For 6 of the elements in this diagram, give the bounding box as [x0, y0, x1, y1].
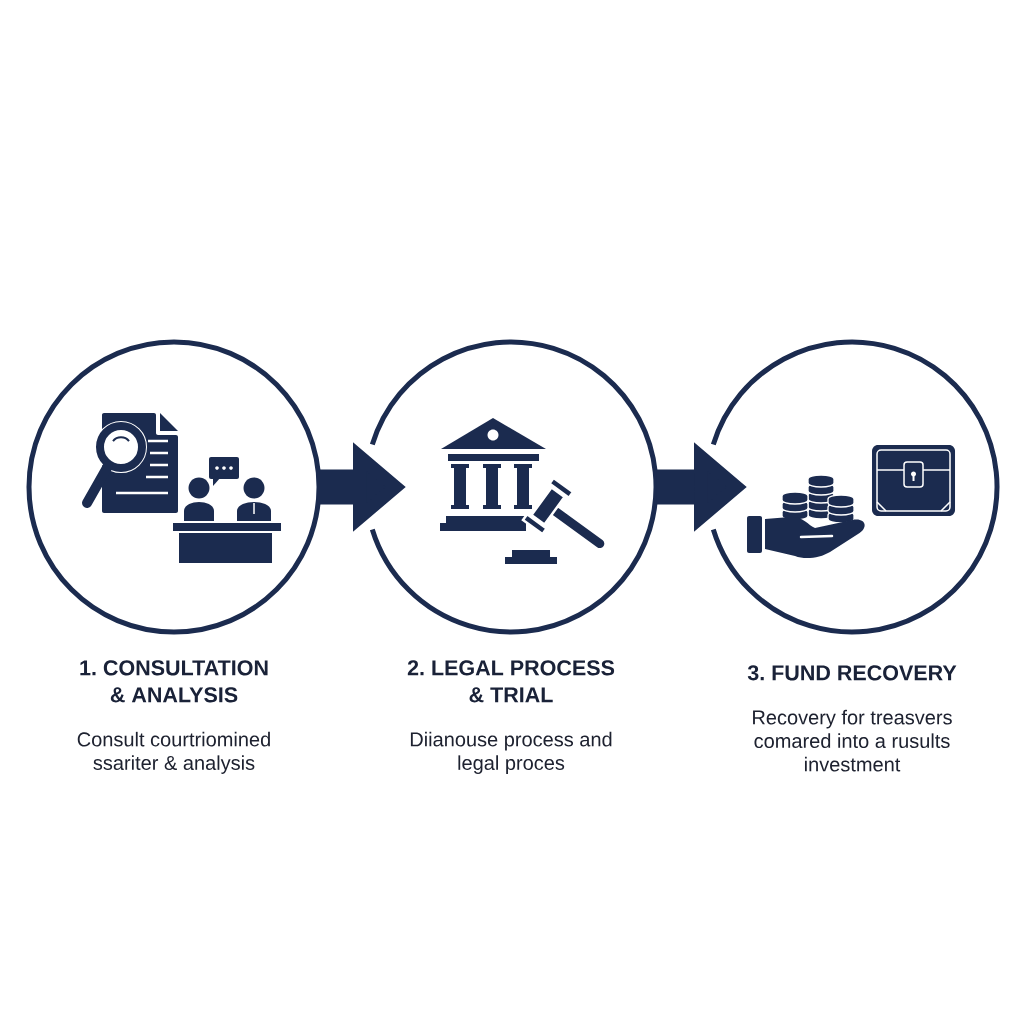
step-heading: 3. FUND RECOVERY: [747, 665, 957, 681]
step-heading: 2. LEGAL PROCESS & TRIAL: [407, 660, 615, 703]
step-heading: 1. CONSULTATION & ANALYSIS: [80, 660, 268, 703]
step-description: Diianouse process and legal proces: [410, 731, 612, 774]
step-description: Consult courtriomined ssariter & analysis: [77, 731, 270, 774]
step-description: Recovery for treasvers comared into a rusults investment: [753, 709, 952, 772]
